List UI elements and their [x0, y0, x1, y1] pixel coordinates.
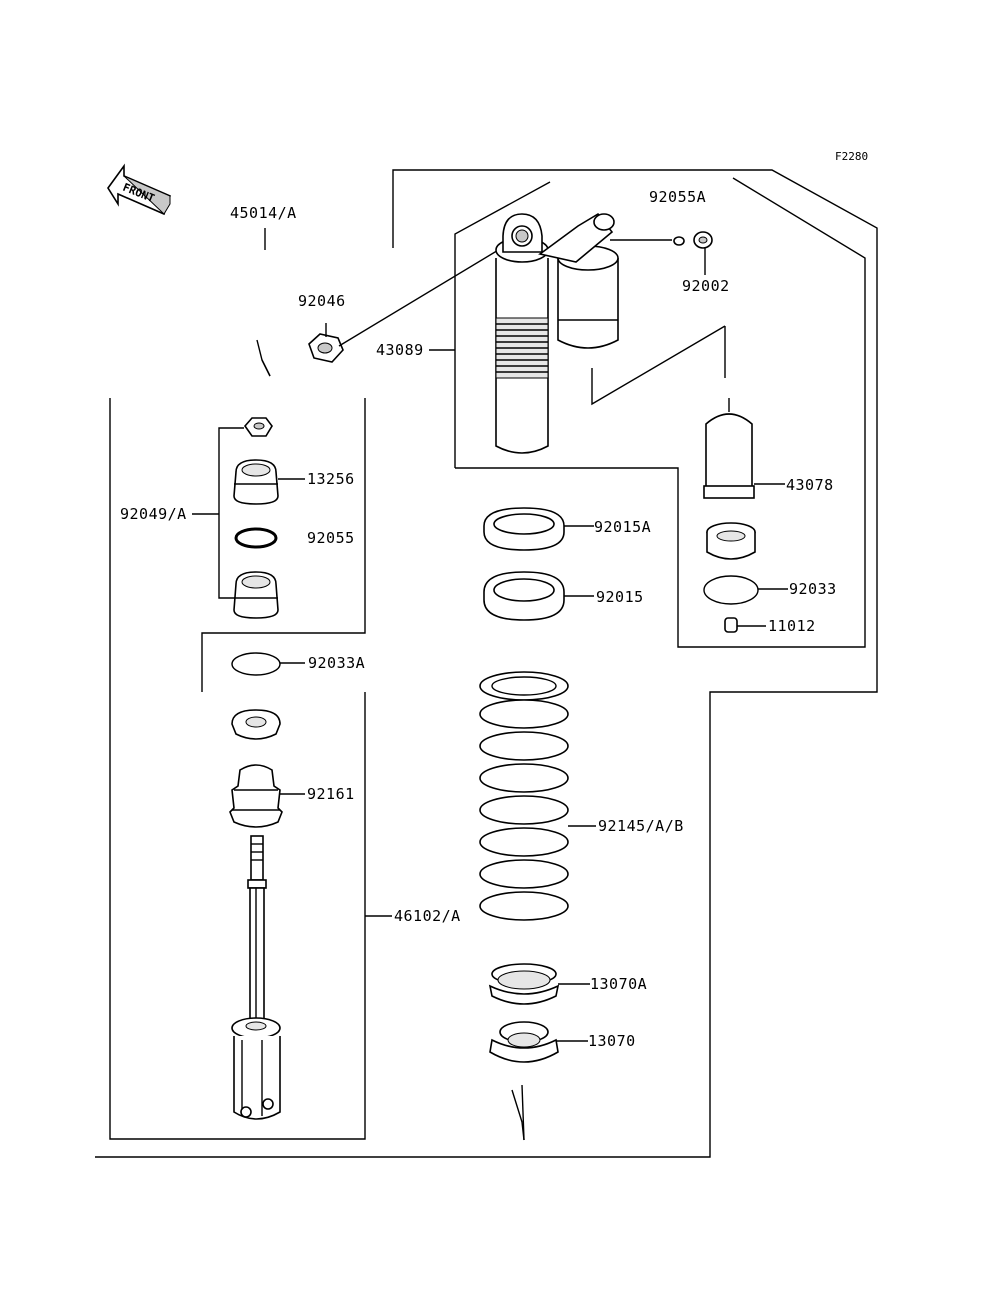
part-92033-circlip [703, 575, 788, 605]
part-seal-cap [231, 709, 281, 740]
label-92002: 92002 [682, 277, 730, 295]
part-92002-bolt [693, 231, 713, 275]
part-92033A-circlip [231, 652, 305, 676]
label-92055: 92055 [307, 529, 355, 547]
label-92015A: 92015A [594, 518, 651, 536]
label-92033: 92033 [789, 580, 837, 598]
part-92145AB-spring [479, 671, 596, 921]
label-92046: 92046 [298, 292, 346, 310]
label-92033A: 92033A [308, 654, 365, 672]
label-43089: 43089 [376, 341, 424, 359]
part-92015A-lock-nut [483, 507, 594, 551]
label-46102A: 46102/A [394, 907, 461, 925]
label-13256: 13256 [307, 470, 355, 488]
part-92161-bump-rubber [229, 764, 305, 828]
part-reservoir-cap [706, 522, 756, 560]
part-43089-shock-body [429, 213, 549, 454]
part-92015-lock-nut [483, 571, 594, 621]
part-bushing-lower [233, 571, 279, 619]
part-46102A-damper-rod [231, 835, 392, 1120]
part-13256-bushing [233, 459, 305, 505]
part-43078-bladder [703, 398, 785, 499]
label-45014A: 45014/A [230, 204, 297, 222]
part-reservoir [538, 212, 726, 406]
part-13070A-spring-seat [488, 963, 590, 1005]
part-92046-collar [308, 245, 506, 363]
front-arrow-icon: FRONT [107, 163, 171, 216]
label-13070: 13070 [588, 1032, 636, 1050]
label-92049A: 92049/A [120, 505, 187, 523]
part-11012-valve-cap [724, 617, 766, 633]
label-92161: 92161 [307, 785, 355, 803]
part-92055A-o-ring [673, 236, 685, 246]
label-13070A: 13070A [590, 975, 647, 993]
label-92145AB: 92145/A/B [598, 817, 684, 835]
part-13070-spring-seat [489, 1021, 588, 1063]
part-nut-top [243, 417, 273, 437]
assembly-frame-lines [95, 169, 878, 1158]
figure-code: F2280 [835, 150, 868, 163]
label-92055A: 92055A [649, 188, 706, 206]
label-92015: 92015 [596, 588, 644, 606]
part-92055-o-ring [234, 527, 278, 549]
label-43078: 43078 [786, 476, 834, 494]
part-number-labels: 45014/A 92046 92049/A 13256 92055 92033A… [120, 188, 837, 1050]
label-11012: 11012 [768, 617, 816, 635]
